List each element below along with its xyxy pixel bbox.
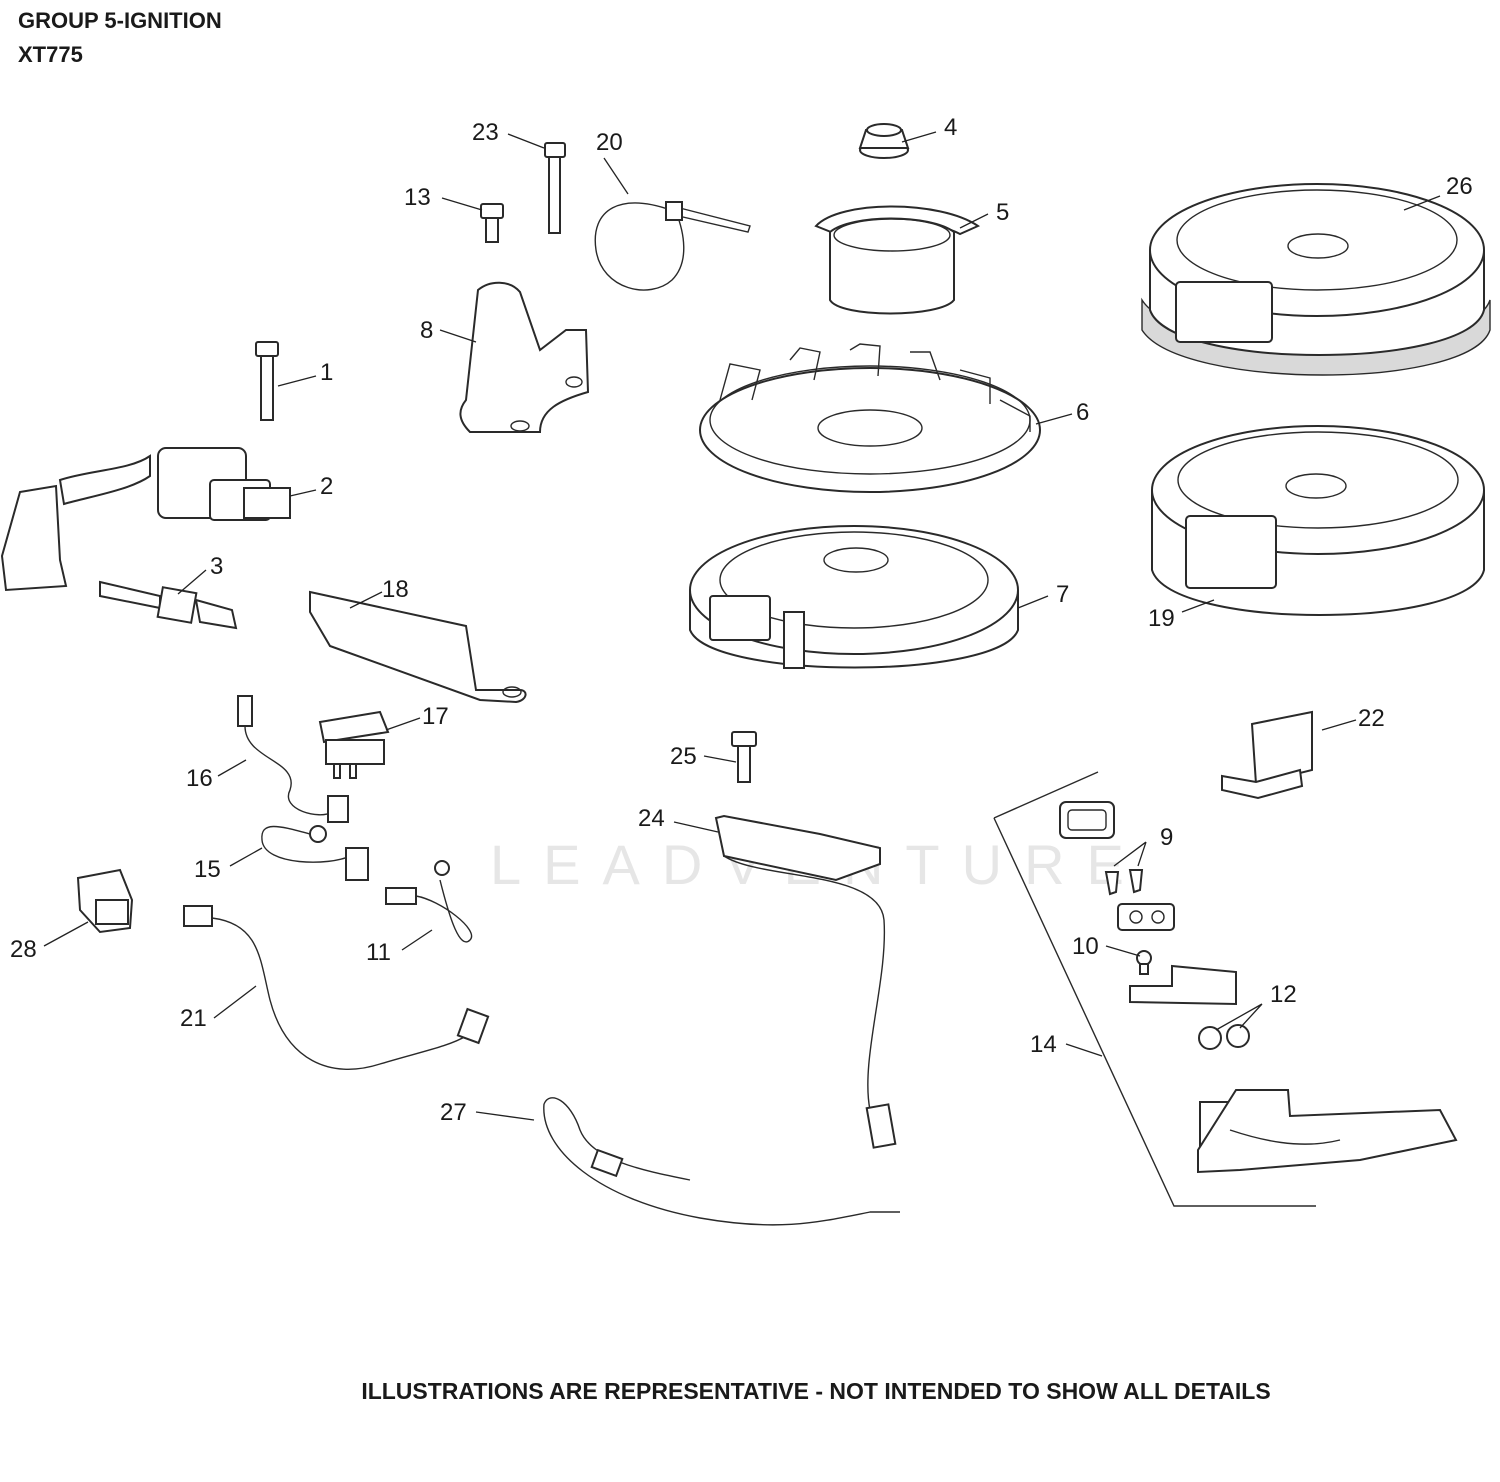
part-23-bolt [544,142,566,234]
callout-12: 12 [1270,981,1297,1008]
callout-8: 8 [420,317,433,344]
callout-23: 23 [472,119,499,146]
part-26-flywheel [1141,183,1491,376]
callout-28: 28 [10,936,37,963]
part-24-ignition-module [714,814,897,1149]
part-18-strip [309,590,527,704]
callout-14: 14 [1030,1031,1057,1058]
part-7-flywheel [689,525,1019,669]
disclaimer-text: ILLUSTRATIONS ARE REPRESENTATIVE - NOT I… [361,1378,1271,1404]
callout-1: 1 [320,359,333,386]
part-22-bracket [1221,710,1313,800]
leader-lines [43,131,1441,1121]
callout-10: 10 [1072,933,1099,960]
part-17-switch [318,710,390,779]
part-6-fan [699,343,1041,493]
part-21-wire-lead [183,905,490,1070]
callout-2: 2 [320,473,333,500]
callout-3: 3 [210,553,223,580]
callout-16: 16 [186,765,213,792]
callout-17: 17 [422,703,449,730]
model-number: XT775 [18,42,83,67]
part-28-clip [76,868,134,934]
callout-20: 20 [596,129,623,156]
callout-21: 21 [180,1005,207,1032]
part-27-wire [543,1097,900,1226]
part-14-strap [1129,964,1237,1006]
callout-9: 9 [1160,824,1173,851]
part-5-cup [814,205,981,315]
callout-4: 4 [944,114,957,141]
part-9-grommet-set [1059,801,1175,931]
part-8-bracket [459,281,590,433]
part-14-kit-outline [993,771,1316,1207]
callout-13: 13 [404,184,431,211]
part-13-bolt [480,203,504,243]
callout-15: 15 [194,856,221,883]
part-2-ignition-coil [0,447,291,592]
callout-25: 25 [670,743,697,770]
callout-22: 22 [1358,705,1385,732]
part-19-flywheel [1151,425,1485,616]
part-10-screw [1136,950,1152,975]
part-16-wire-harness [237,695,349,823]
part-20-cable-tie [594,201,751,291]
callout-6: 6 [1076,399,1089,426]
part-1-bolt [255,341,279,421]
callout-11: 11 [366,939,391,966]
callout-labels: 23 20 13 4 5 26 8 1 6 2 3 18 7 19 17 22 … [10,114,1473,1126]
callout-26: 26 [1446,173,1473,200]
diagram-title: GROUP 5-IGNITION [18,8,222,33]
part-25-bolt [731,731,757,783]
callout-18: 18 [382,576,409,603]
callout-27: 27 [440,1099,467,1126]
callout-5: 5 [996,199,1009,226]
callout-7: 7 [1056,581,1069,608]
part-12-nut-set [1198,1024,1250,1050]
part-14-governor-assembly [1197,1089,1458,1174]
part-11-wire [385,860,473,943]
part-15-wire [261,825,369,881]
part-4-nut [858,123,910,159]
callout-19: 19 [1148,605,1175,632]
part-3-spark-plug [99,580,238,630]
callout-24: 24 [638,805,665,832]
